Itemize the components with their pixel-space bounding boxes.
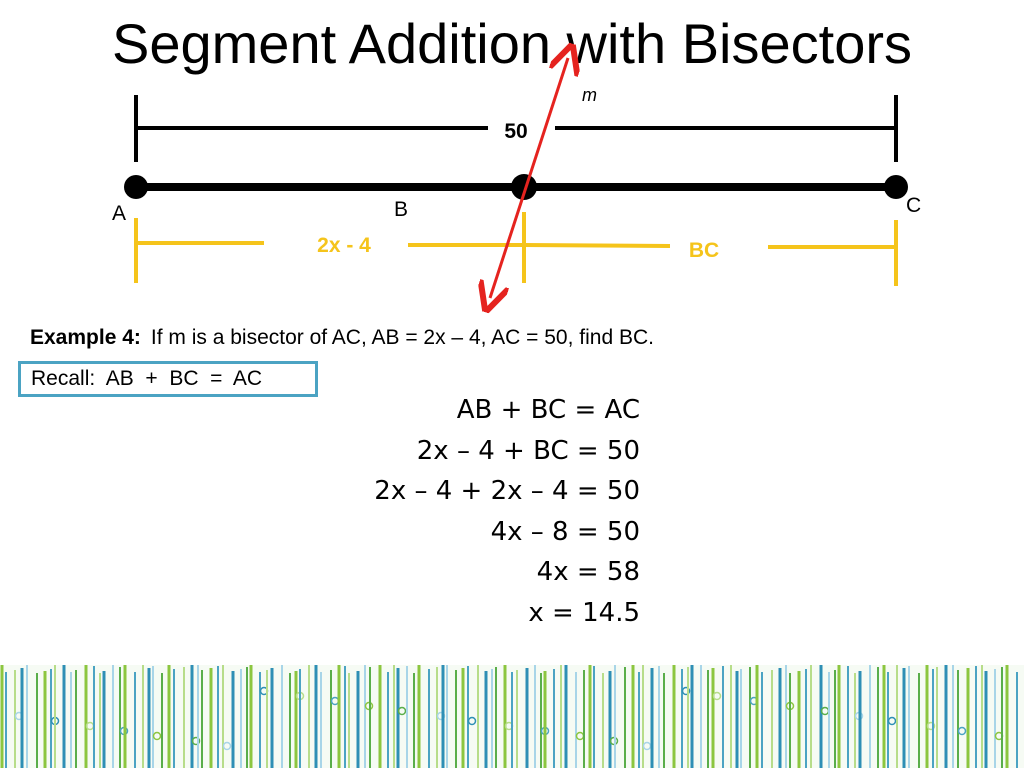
bisector-line-m <box>490 58 568 298</box>
step-4: 4x – 8 = 50 <box>490 516 640 547</box>
step-2: 2x – 4 + BC = 50 <box>416 435 640 466</box>
border-ring <box>712 691 722 701</box>
segment-diagram: 50 A B C 2x - 4 BC m <box>112 0 921 320</box>
step-1: AB + BC = AC <box>456 395 640 425</box>
point-c-dot <box>884 175 908 199</box>
step-5: 4x = 58 <box>536 557 640 587</box>
total-length-label: 50 <box>504 120 527 143</box>
border-ring <box>957 726 967 736</box>
bc-measure-line-left <box>523 243 671 248</box>
decorative-border <box>0 665 1024 768</box>
border-ring <box>575 731 585 741</box>
recall-box: Recall: AB + BC = AC <box>18 361 318 397</box>
bc-length-label: BC <box>689 239 719 262</box>
border-ring <box>467 716 477 726</box>
step-6: x = 14.5 <box>528 597 640 628</box>
point-c-label: C <box>906 194 921 217</box>
example-heading: Example 4: <box>30 326 141 349</box>
border-ring <box>330 696 340 706</box>
border-ring <box>191 736 201 746</box>
border-ring <box>681 686 691 696</box>
ab-length-label: 2x - 4 <box>317 234 371 257</box>
point-b-label: B <box>394 198 408 221</box>
border-ring <box>926 721 936 731</box>
border-ring <box>85 721 95 731</box>
example-text: If m is a bisector of AC, AB = 2x – 4, A… <box>150 326 654 349</box>
border-ring <box>152 731 162 741</box>
border-ring <box>397 706 407 716</box>
step-3: 2x – 4 + 2x – 4 = 50 <box>374 476 640 506</box>
border-ring <box>887 716 897 726</box>
border-ring <box>820 706 830 716</box>
border-ring <box>222 741 232 751</box>
solution-steps: AB + BC = AC 2x – 4 + BC = 50 2x – 4 + 2… <box>374 390 640 633</box>
example-statement: Example 4: If m is a bisector of AC, AB =… <box>30 326 654 350</box>
border-ring <box>642 741 652 751</box>
point-a-label: A <box>112 202 126 225</box>
bisector-label: m <box>582 85 597 105</box>
decorative-stripes <box>0 665 1018 768</box>
point-a-dot <box>124 175 148 199</box>
